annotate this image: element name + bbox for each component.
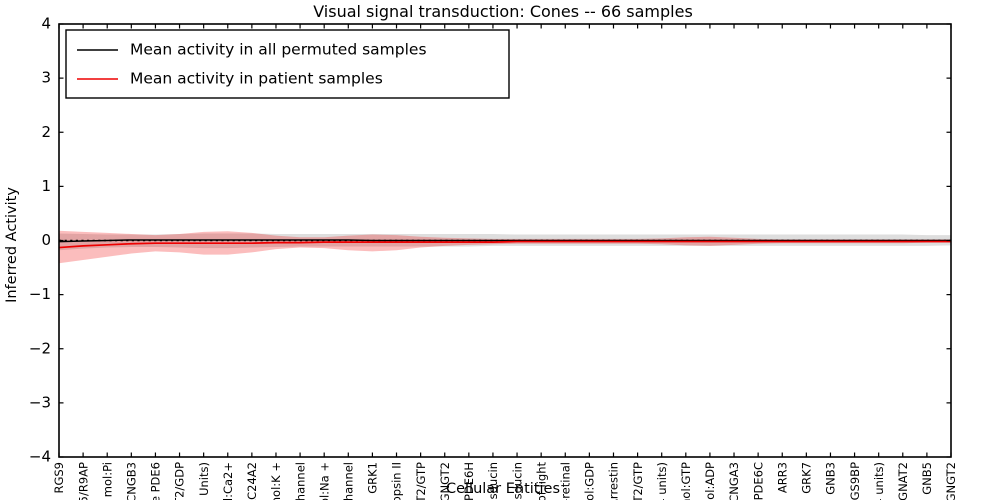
legend-label-permuted: Mean activity in all permuted samples (130, 41, 427, 59)
legend: Mean activity in all permuted samplesMea… (65, 29, 510, 99)
confidence-band-patient (59, 230, 951, 264)
x-tick-label: Cone Metarhodopsin II/X-Arrestin (607, 462, 621, 500)
legend-label-patient: Mean activity in patient samples (130, 70, 383, 88)
chart-title: Visual signal transduction: Cones -- 66 … (313, 2, 693, 21)
x-tick-label: mol:GTP (679, 462, 693, 500)
x-tick-label: mol:GDP (583, 462, 597, 500)
x-tick-label: mol:ADP (703, 462, 717, 500)
confidence-bands (59, 230, 951, 264)
x-tick-label: mol:Pi (100, 462, 114, 497)
x-tick-label: GRK7 (800, 462, 814, 494)
y-tick-label: −1 (29, 285, 51, 303)
y-tick-labels: −4 −3 −2 −1 0 1 2 3 4 (29, 15, 51, 466)
y-axis-title: Inferred Activity (4, 187, 20, 303)
legend-box (65, 29, 510, 99)
y-tick-label: −2 (29, 339, 51, 357)
x-tick-label: RGS9 (52, 462, 66, 494)
x-tick-label: mol:all-trans-retinal (558, 462, 572, 500)
x-tick-label: Na + (4 Units) (197, 462, 211, 500)
x-tick-label: GNB3 (824, 462, 838, 495)
y-tick-label: 2 (41, 123, 51, 141)
x-tick-label: GRK1 (366, 462, 380, 494)
x-tick-label: RGS9BP (848, 462, 862, 500)
y-tick-label: −4 (29, 448, 51, 466)
y-tick-label: 0 (41, 231, 51, 249)
y-tick-label: 1 (41, 177, 51, 195)
x-tick-label: Cone Metarhodopsin II/Cone Transducin (510, 462, 524, 500)
x-tick-label: RGS9-1/Gbeta5/R9AP (76, 462, 90, 500)
x-tick-label: Cone Transducin (486, 462, 500, 500)
x-tick-label: mol:K + (269, 462, 283, 500)
y-tick-label: 3 (41, 69, 51, 87)
x-tick-label: GNGT2 (944, 462, 958, 500)
x-tick-label: Cone Metarhodopsin II (390, 462, 404, 500)
x-tick-label: cGMP/Cone CNG Channel (293, 462, 307, 500)
x-tick-label: absorption of light (534, 462, 548, 500)
y-tick-label: 4 (41, 15, 51, 33)
series-lines (58, 239, 951, 249)
x-tick-label: GNAT2/GTP (631, 462, 645, 500)
x-tick-label: GNAT2/GDP (173, 462, 187, 500)
x-tick-label: PDE6H (462, 462, 476, 500)
x-tick-label: ARR3 (775, 462, 789, 493)
x-tick-label: GNB5 (920, 462, 934, 495)
x-tick-label: GNAT2 (896, 462, 910, 500)
x-tick-label: mol:GMP (4 units) (872, 462, 886, 500)
x-tick-label: SLC24A2 (245, 462, 259, 500)
x-tick-label: CNGB3 (125, 462, 139, 500)
x-tick-label: Cone CNG Channel (342, 462, 356, 500)
x-axis-title: Cellular Entities (446, 481, 560, 497)
x-tick-label: CNGA3 (727, 462, 741, 500)
x-tick-label: PDE6H/GNAT2/GTP (414, 462, 428, 500)
axes (58, 23, 952, 458)
mean-line-patient (58, 240, 951, 249)
x-tick-labels: RGS9 RGS9-1/Gbeta5/R9AP mol:Pi CNGB3 Cone PD… (52, 462, 958, 500)
x-tick-label: mol:Ca2+ (221, 462, 235, 500)
mean-line-permuted (58, 239, 951, 243)
x-tick-label: mol:cGMP (4 units) (655, 462, 669, 500)
y-tick-label: −3 (29, 393, 51, 411)
x-tick-label: PDE6C (751, 462, 765, 500)
x-tick-label: mol:Na + (317, 462, 331, 500)
x-tick-label: GNB3/GNGT2 (438, 462, 452, 500)
x-tick-label: Cone PDE6 (149, 462, 163, 500)
